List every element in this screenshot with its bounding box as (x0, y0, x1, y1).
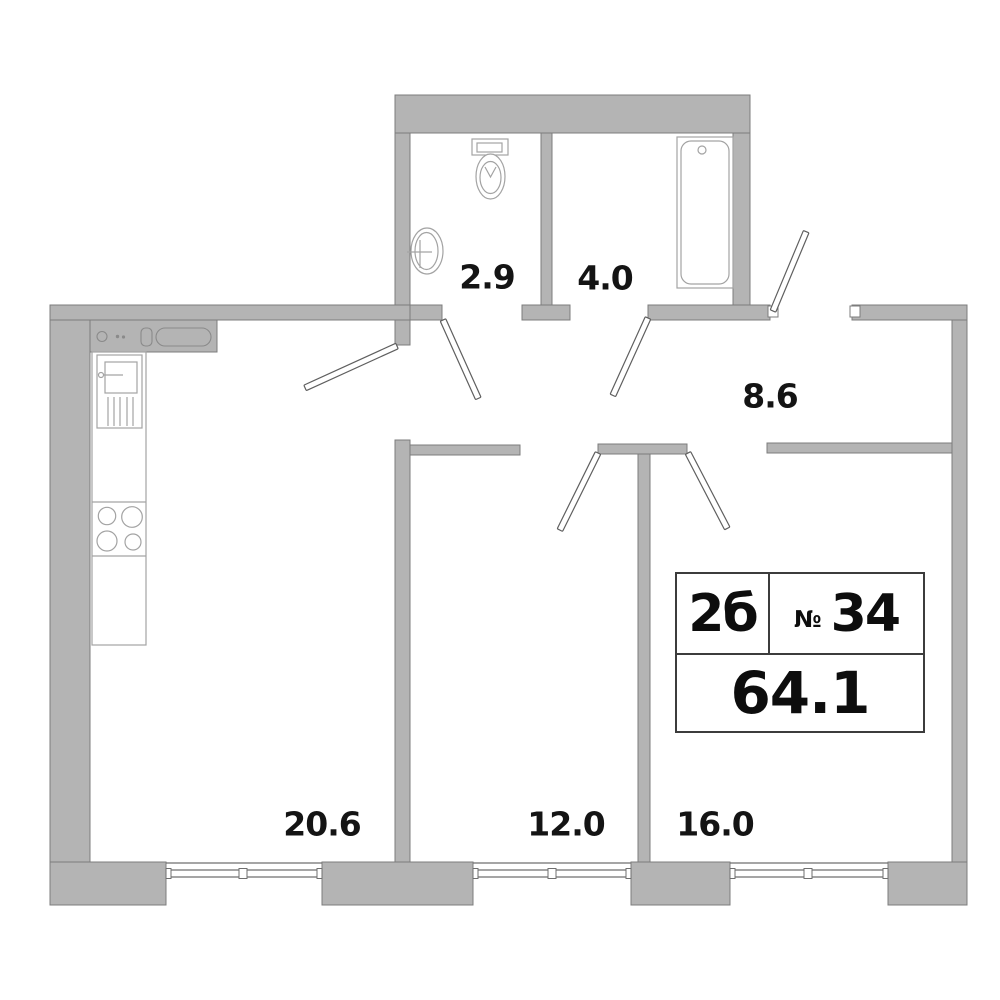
bathroom-door-leaf (609, 316, 652, 397)
window-bedroom2 (729, 862, 889, 879)
total-area: 64.1 (730, 659, 870, 727)
wc-sink-icon (407, 227, 444, 275)
utility-duct-small-icon (140, 327, 153, 347)
wall-hall-bottom (766, 442, 953, 454)
counter-outline (91, 351, 147, 646)
room-label-hallway: 8.6 (742, 376, 798, 416)
utility-dot-icon (121, 335, 126, 339)
wall-bottom-2 (321, 861, 474, 906)
entrance-threshold-right (849, 305, 861, 318)
toilet-icon (471, 138, 509, 200)
wall-right-outer (951, 319, 968, 906)
room-label-wc: 2.9 (459, 257, 515, 297)
info-box-top-row: 2б № 34 (677, 574, 923, 655)
wall-bottom-1 (49, 861, 167, 906)
stove-icon (92, 501, 146, 557)
wall-bedroom1-bedroom2-partition (637, 453, 651, 864)
room-label-bathroom: 4.0 (577, 258, 633, 298)
apartment-number: 34 (830, 583, 901, 644)
wall-wc-left (394, 132, 411, 346)
apartment-type: 2б (677, 574, 770, 653)
wall-living-bedroom1-partition (394, 439, 411, 864)
wall-top-right (851, 304, 968, 321)
wall-bottom-4 (887, 861, 968, 906)
bedroom2-door-leaf (685, 451, 731, 531)
room-label-bedroom2: 16.0 (676, 804, 754, 844)
living-room-door-leaf (303, 342, 399, 391)
wall-stub-between-doors (521, 304, 571, 321)
kitchen-sink-icon (96, 354, 143, 429)
utility-duct-large-icon (155, 327, 212, 347)
wall-left-outer (49, 319, 91, 906)
number-sign: № (793, 606, 822, 633)
wall-bedroom1-top (409, 444, 521, 456)
bathtub-icon (676, 136, 734, 289)
utility-dot-icon (115, 334, 120, 339)
window-bedroom1 (472, 862, 632, 879)
wall-utility-icons (96, 327, 212, 347)
apartment-info-box: 2б № 34 64.1 (675, 572, 925, 733)
wall-top-outer (394, 94, 751, 134)
apartment-number-cell: № 34 (770, 574, 923, 653)
wall-doors-t-top (597, 443, 688, 455)
room-label-bedroom1: 12.0 (527, 804, 605, 844)
walls (49, 94, 968, 906)
room-label-living-kitchen: 20.6 (283, 804, 361, 844)
wall-bottom-3 (630, 861, 731, 906)
doors (303, 230, 810, 532)
utility-circle-icon (96, 330, 108, 343)
bedroom1-door-leaf (556, 451, 601, 532)
entrance-door-leaf (769, 230, 810, 313)
wc-door-leaf (439, 318, 482, 400)
wall-stub-bath-right (647, 304, 771, 321)
wall-kitchen-top (49, 304, 411, 321)
window-living-room (165, 862, 323, 879)
wall-bath-right (732, 132, 751, 306)
wall-wc-bath-partition (540, 132, 553, 306)
windows (165, 862, 889, 879)
kitchen-counter (91, 351, 147, 646)
